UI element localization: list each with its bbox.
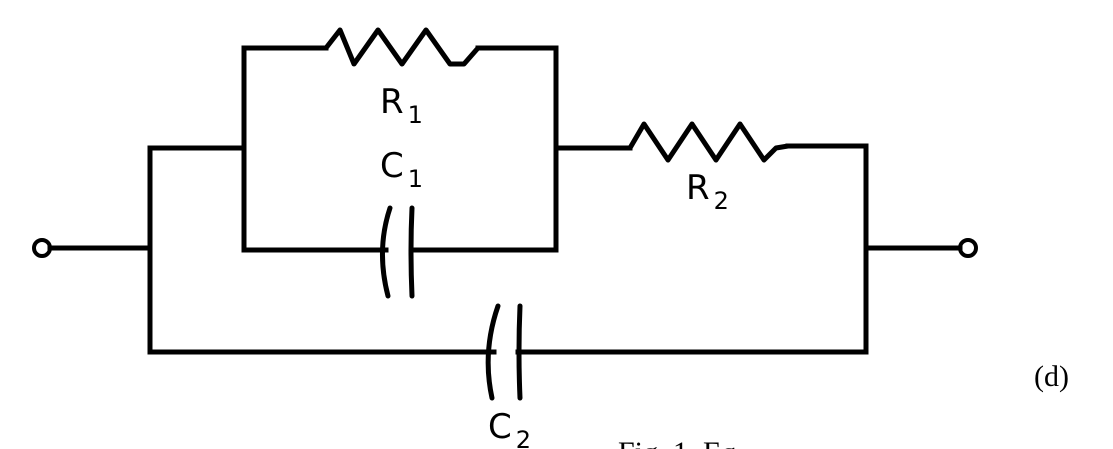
- panel-label: (d): [1034, 360, 1069, 393]
- capacitor-c1-plate-right: [408, 205, 415, 299]
- capacitor-c2-plate-right: [516, 303, 523, 401]
- resistor-r2: [627, 121, 791, 163]
- capacitor-c1: [380, 205, 415, 299]
- capacitor-c2-plate-left: [485, 303, 501, 401]
- wires: [47, 45, 963, 355]
- resistor-r1: [323, 27, 481, 67]
- capacitor-c2: [485, 303, 523, 401]
- capacitor-c1-plate-left: [380, 205, 393, 299]
- figure-caption-fragment: Fig. 1. Eq: [618, 436, 736, 449]
